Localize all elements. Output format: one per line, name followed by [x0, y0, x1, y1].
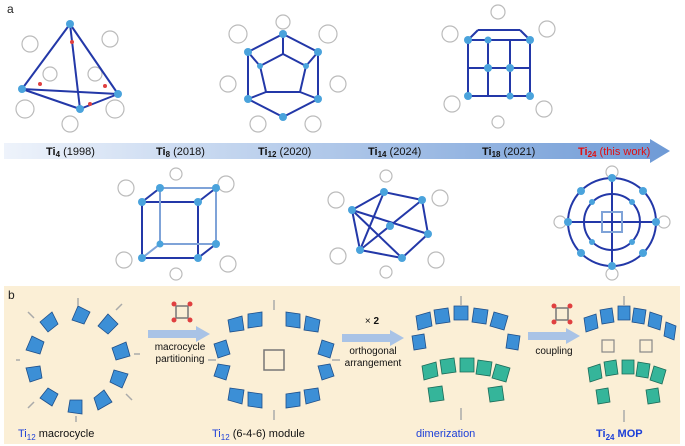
ti12-646-module-structure: [208, 300, 340, 420]
caption-ti24-mop: Ti24 MOP: [596, 428, 643, 443]
ti8-structure: [115, 167, 237, 281]
panel-a-letter: a: [7, 2, 14, 16]
dimerization-structure: [411, 296, 521, 420]
caption-ti12-macrocycle: Ti12 macrocycle: [18, 428, 95, 443]
timeline-label-ti12: Ti12 (2020): [258, 146, 312, 159]
step-coupling: coupling: [535, 346, 573, 357]
timeline-label-ti8: Ti8 (2018): [156, 146, 205, 159]
step-multiplier: × 2: [364, 316, 380, 327]
timeline-arrow: [4, 139, 670, 163]
ti14-structure: [327, 169, 449, 279]
ti24-mop-structure: [583, 296, 677, 422]
panel-b-letter: b: [8, 288, 15, 302]
timeline-label-ti4: Ti4 (1998): [46, 146, 95, 159]
ti12-structure: [219, 14, 347, 133]
timeline-label-ti24: Ti24 (this work): [578, 146, 651, 159]
linker-icon-2: [551, 303, 573, 325]
caption-dimerization: dimerization: [416, 428, 476, 440]
arrow-right-icon-1: [148, 326, 210, 342]
arrow-right-icon-2: [342, 330, 404, 346]
ti12-macrocycle-structure: [16, 298, 140, 422]
timeline-label-ti18: Ti18 (2021): [482, 146, 536, 159]
timeline-label-ti14: Ti14 (2024): [368, 146, 422, 159]
ti4-structure: [15, 20, 125, 133]
arrow-right-icon-3: [528, 328, 580, 344]
ti18-structure: [441, 4, 556, 129]
ti24-structure: [553, 165, 671, 281]
linker-icon-1: [171, 301, 193, 323]
caption-ti12-646-module: Ti12 (6-4-6) module: [212, 428, 305, 443]
